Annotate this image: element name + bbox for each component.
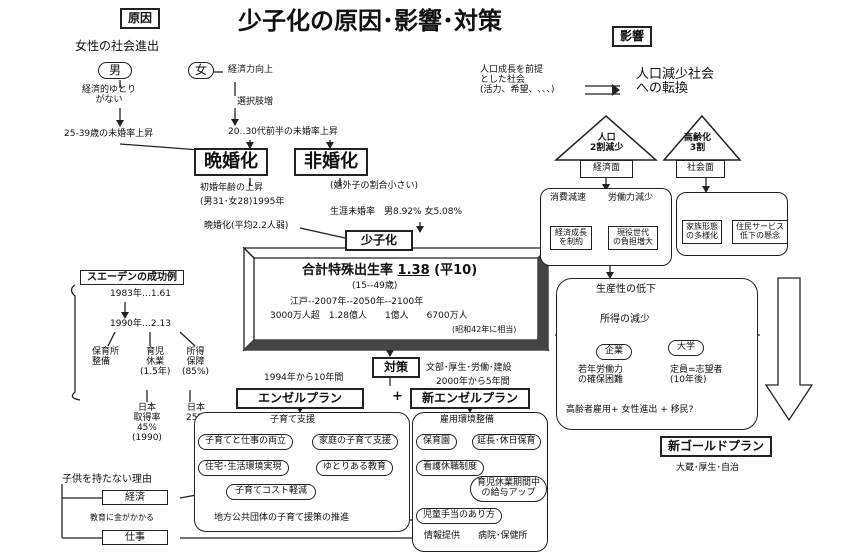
age-detail: (男31･女28)1995年 — [200, 197, 285, 207]
effect-label: 影響 — [612, 26, 653, 48]
no-child-title: 子供を持たない理由 — [62, 474, 152, 485]
unmarried-2030: 20‥30代前半の未婚率上昇 — [228, 127, 338, 137]
work-life-balance: 子育てと仕事の両立 — [198, 434, 294, 450]
house-social: 社会面 — [676, 160, 726, 178]
productivity-container — [556, 278, 758, 430]
burden: 現役世代 の負担増大 — [608, 226, 658, 250]
first-marriage-age: 初婚年齢の上昇 — [200, 183, 264, 193]
corp: 企業 — [596, 344, 633, 360]
japan-rate: 日本 取得率 45% (1990) — [132, 403, 162, 443]
nursing-leave: 看護休職制度 — [416, 460, 485, 476]
late-marriage-box: 晩婚化 — [194, 148, 268, 176]
late-marriage-children: 晩婚化(平均2.2人弱) — [204, 221, 289, 231]
population-line: 江戸‐‐2007年‐‐2050年‐‐2100年 — [290, 297, 424, 307]
female-label: 女 — [188, 62, 215, 80]
choice: 選択肢増 — [237, 97, 274, 107]
policy-period1: 1994年から10年間 — [264, 373, 344, 383]
cause-label: 原因 — [120, 8, 161, 30]
housing-env: 住宅･生活環境実現 — [198, 460, 289, 476]
income: 所得の減少 — [600, 314, 650, 325]
non-marriage-box: 非婚化 — [294, 148, 368, 176]
young-labor: 若年労働力 の確保困難 — [578, 365, 624, 385]
capacity: 定員=志望者 (10年後) — [670, 365, 723, 385]
no-child-work: 仕事 — [102, 530, 168, 545]
population-note: (昭和42年に相当) — [452, 325, 517, 334]
out-of-wedlock: (婚外子の割合小さい) — [330, 181, 419, 191]
relaxed-education: ゆとりある教育 — [316, 460, 394, 476]
growth-limit: 経済成長 を制約 — [550, 226, 592, 250]
childcare-support: 子育て支援 — [270, 415, 316, 425]
premise: 人口成長を前提 とした社会 (活力、希望、､､､) — [480, 65, 555, 95]
home-childcare: 家庭の子育て支援 — [312, 434, 399, 450]
child-allowance: 児童手当のあり方 — [416, 508, 503, 524]
shoushika-box: 少子化 — [345, 230, 414, 252]
nursery: 保育園 — [416, 434, 458, 450]
policy-period2: 2000年から5年間 — [436, 377, 510, 387]
sweden-1990: 1990年…2.13 — [110, 319, 171, 329]
male-label: 男 — [98, 62, 133, 80]
angel-plan: エンゼルプラン — [236, 388, 365, 410]
house-econ: 経済面 — [580, 160, 634, 178]
sweden-nursery: 保育所 整備 — [92, 347, 120, 367]
no-child-education: 教育に金がかかる — [90, 513, 154, 522]
policy-ministries: 文部･厚生･労働･建設 — [426, 363, 512, 373]
population-values: 3000万人超 1.28億人 1億人 6700万人 — [270, 311, 468, 321]
gold-ministries: 大蔵･厚生･自治 — [676, 463, 740, 473]
elderly-women-immigrants: 高齢者雇用+ 女性進出 + 移民? — [566, 405, 694, 415]
plus-sign: + — [392, 389, 403, 404]
extended-care: 延長･休日保育 — [472, 434, 541, 450]
no-child-economy: 経済 — [102, 490, 168, 505]
women-society: 女性の社会進出 — [75, 39, 160, 53]
sweden-childcare-leave: 育児 休業 (1.5年) — [140, 347, 171, 377]
tfr-value: 1.38 — [397, 263, 430, 278]
male-econ: 経済的ゆとり がない — [82, 85, 137, 105]
unmarried-2539: 25-39歳の未婚率上昇 — [64, 129, 154, 139]
house-aging: 高齢化 3割 — [684, 133, 712, 153]
house-population: 人口 2割減少 — [590, 133, 624, 153]
lifetime-unmarried: 生涯未婚率 男8.92% 女5.08% — [330, 207, 463, 217]
tfr-year: (平10) — [434, 263, 478, 278]
services: 住民サービス 低下の懸念 — [732, 220, 788, 244]
econ-up: 経済力向上 — [228, 65, 274, 75]
page-title: 少子化の原因･影響･対策 — [238, 7, 502, 35]
productivity: 生産性の低下 — [596, 284, 656, 295]
policy-label: 対策 — [372, 357, 421, 379]
local-government: 地方公共団体の子育て援策の推進 — [214, 513, 350, 523]
new-gold-plan: 新ゴールドプラン — [660, 436, 773, 458]
labor: 労働力減少 — [608, 193, 654, 203]
sweden-income: 所得 保障 (85%) — [182, 347, 210, 377]
information: 情報提供 病院･保健所 — [424, 531, 528, 541]
univ: 大学 — [668, 340, 705, 356]
childcare-cost: 子育てコスト軽減 — [226, 484, 317, 500]
shift: 人口減少社会 への転換 — [636, 67, 715, 97]
tfr-label: 合計特殊出生率 1.38 (平10) — [302, 263, 478, 278]
leave-salary: 育児休業期間中 の給与アップ — [470, 476, 548, 502]
tfr-text: 合計特殊出生率 — [302, 263, 394, 278]
new-angel-plan: 新エンゼルプラン — [410, 388, 531, 410]
sweden-title: スエーデンの成功例 — [80, 270, 184, 285]
consumption: 消費減速 — [550, 193, 587, 203]
age-range: (15-‐49歳) — [352, 281, 398, 291]
family: 家族形態 の多様化 — [682, 220, 722, 244]
sweden-1983: 1983年…1.61 — [110, 289, 171, 299]
employment-env: 雇用環境整備 — [440, 415, 495, 425]
